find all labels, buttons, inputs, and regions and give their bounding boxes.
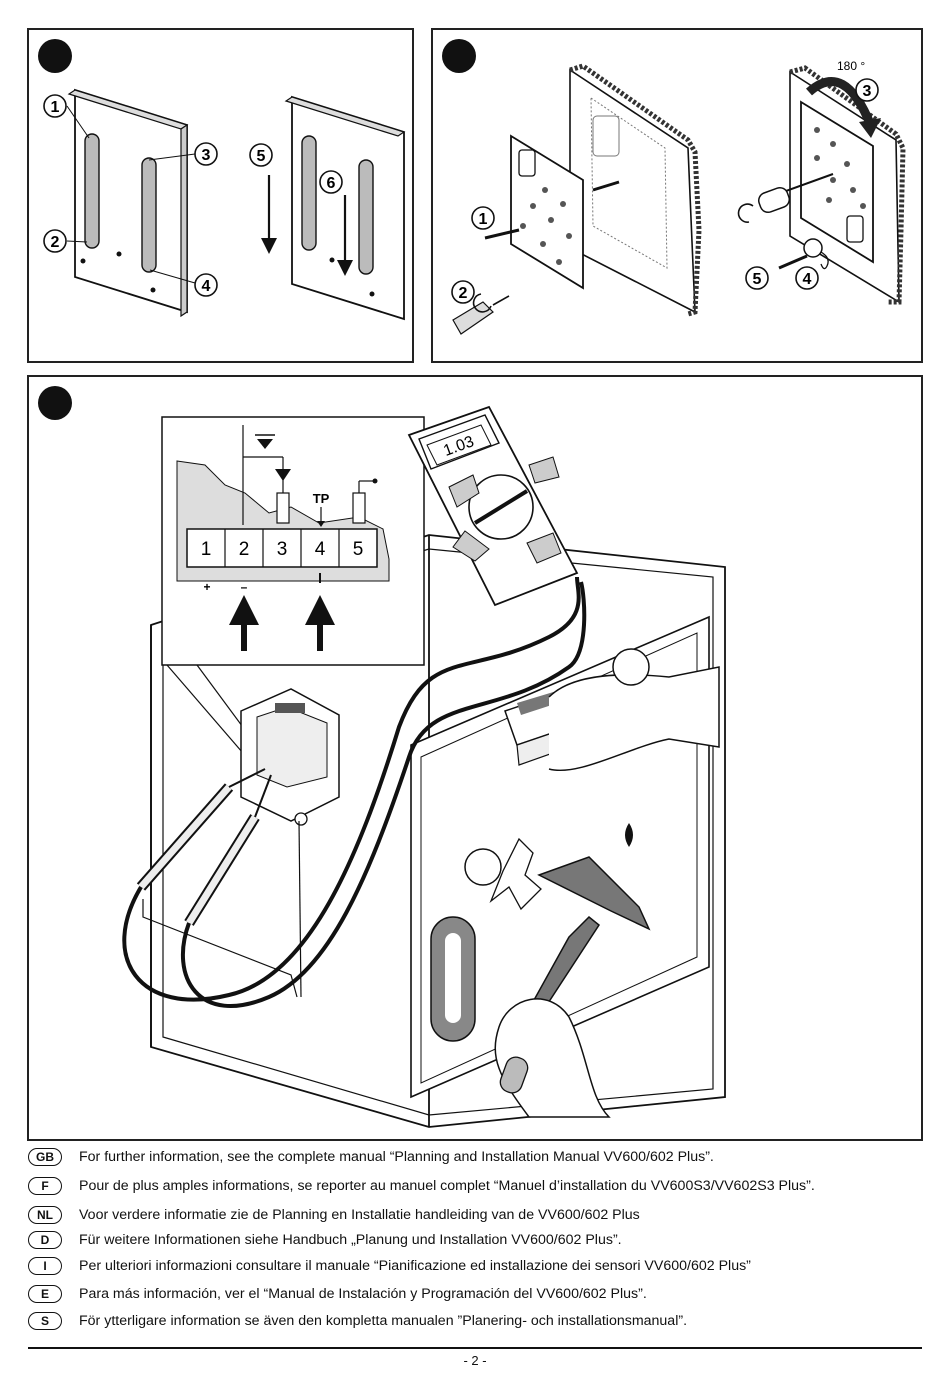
step-marker-dot	[38, 386, 72, 420]
language-code-badge: S	[28, 1312, 62, 1330]
step-marker-dot	[38, 39, 72, 73]
terminal-block: 1 2 3 4 5	[186, 528, 378, 568]
language-note-text: For further information, see the complet…	[79, 1149, 714, 1165]
base-plate-illustration	[800, 100, 874, 264]
terminal-4: 4	[315, 539, 326, 560]
callout-3: 3	[194, 142, 218, 166]
callout-label: 4	[202, 278, 211, 295]
terminal-1: 1	[201, 539, 212, 560]
callout-4: 4	[194, 273, 218, 297]
language-code-badge: D	[28, 1231, 62, 1249]
figure-1-panel: 1 2 3 4 5 6	[27, 28, 414, 363]
callout-label: 2	[51, 234, 60, 251]
language-code-badge: GB	[28, 1148, 62, 1166]
language-note-s: S För ytterligare information se även de…	[28, 1310, 687, 1332]
callout-label: 5	[753, 271, 762, 288]
callout-label: 3	[863, 83, 872, 100]
language-note-text: Per ulteriori informazioni consultare il…	[79, 1258, 751, 1274]
mounting-plate-illustration	[67, 88, 189, 318]
rotation-angle-label: 180 °	[837, 59, 865, 73]
figure-2-panel: 180 ° 1 2 3 4 5	[431, 28, 923, 363]
step-marker-dot	[442, 39, 476, 73]
language-note-nl: NL Voor verdere informatie zie de Planni…	[28, 1204, 640, 1226]
language-code-badge: F	[28, 1177, 62, 1195]
language-note-text: Für weitere Informationen siehe Handbuch…	[79, 1232, 622, 1248]
wall-illustration	[569, 63, 702, 317]
language-code-badge: NL	[28, 1206, 62, 1224]
language-code-badge: I	[28, 1257, 62, 1275]
callout-label: 5	[257, 148, 266, 165]
language-note-text: Voor verdere informatie zie de Planning …	[79, 1207, 640, 1223]
terminal-wiring-inset: TP 1 2 3 4 5 + –	[161, 416, 425, 666]
callout-3: 3	[855, 78, 879, 102]
language-note-f: F Pour de plus amples informations, se r…	[28, 1175, 815, 1197]
sensor-module-illustration	[240, 688, 340, 826]
language-code-badge: E	[28, 1285, 62, 1303]
language-note-e: E Para más información, ver el “Manual d…	[28, 1283, 647, 1305]
magnet-test-illustration	[504, 648, 720, 771]
language-note-i: I Per ulteriori informazioni consultare …	[28, 1255, 751, 1277]
callout-2: 2	[43, 229, 67, 253]
polarity-minus: –	[241, 580, 248, 594]
test-point-label: TP	[313, 491, 330, 506]
base-plate-illustration	[510, 134, 584, 290]
callout-2: 2	[451, 280, 475, 304]
terminal-5: 5	[353, 539, 364, 560]
callout-label: 6	[327, 175, 336, 192]
language-note-gb: GB For further information, see the comp…	[28, 1146, 714, 1168]
language-note-text: Para más información, ver el “Manual de …	[79, 1286, 647, 1302]
callout-label: 1	[51, 99, 60, 116]
polarity-plus: +	[203, 580, 210, 594]
mounting-plate-illustration	[284, 95, 406, 321]
probe-illustration	[136, 768, 272, 926]
figure-2-drawing: 180 ° 1 2 3 4 5	[451, 59, 906, 335]
page-number: - 2 -	[463, 1353, 487, 1368]
callout-label: 2	[459, 285, 468, 302]
hammer-illustration	[464, 837, 651, 1118]
language-note-d: D Für weitere Informationen siehe Handbu…	[28, 1229, 622, 1251]
footer-rule	[28, 1347, 922, 1349]
callout-5: 5	[745, 266, 769, 290]
terminal-2: 2	[239, 539, 250, 560]
figure-1-drawing: 1 2 3 4 5 6	[43, 88, 406, 321]
callout-4: 4	[795, 266, 819, 290]
multimeter-illustration: 1.03	[407, 405, 579, 607]
figure-3-drawing: TP 1 2 3 4 5 + –	[122, 405, 726, 1128]
callout-label: 1	[479, 211, 488, 228]
callout-6: 6	[319, 170, 343, 194]
callout-1: 1	[43, 94, 67, 118]
callout-5: 5	[249, 143, 273, 167]
figure-3-panel: TP 1 2 3 4 5 + –	[27, 375, 923, 1141]
callout-label: 3	[202, 147, 211, 164]
language-note-text: För ytterligare information se även den …	[79, 1313, 688, 1329]
language-note-text: Pour de plus amples informations, se rep…	[79, 1178, 815, 1194]
terminal-3: 3	[277, 539, 288, 560]
callout-label: 4	[803, 271, 812, 288]
callout-1: 1	[471, 206, 495, 230]
